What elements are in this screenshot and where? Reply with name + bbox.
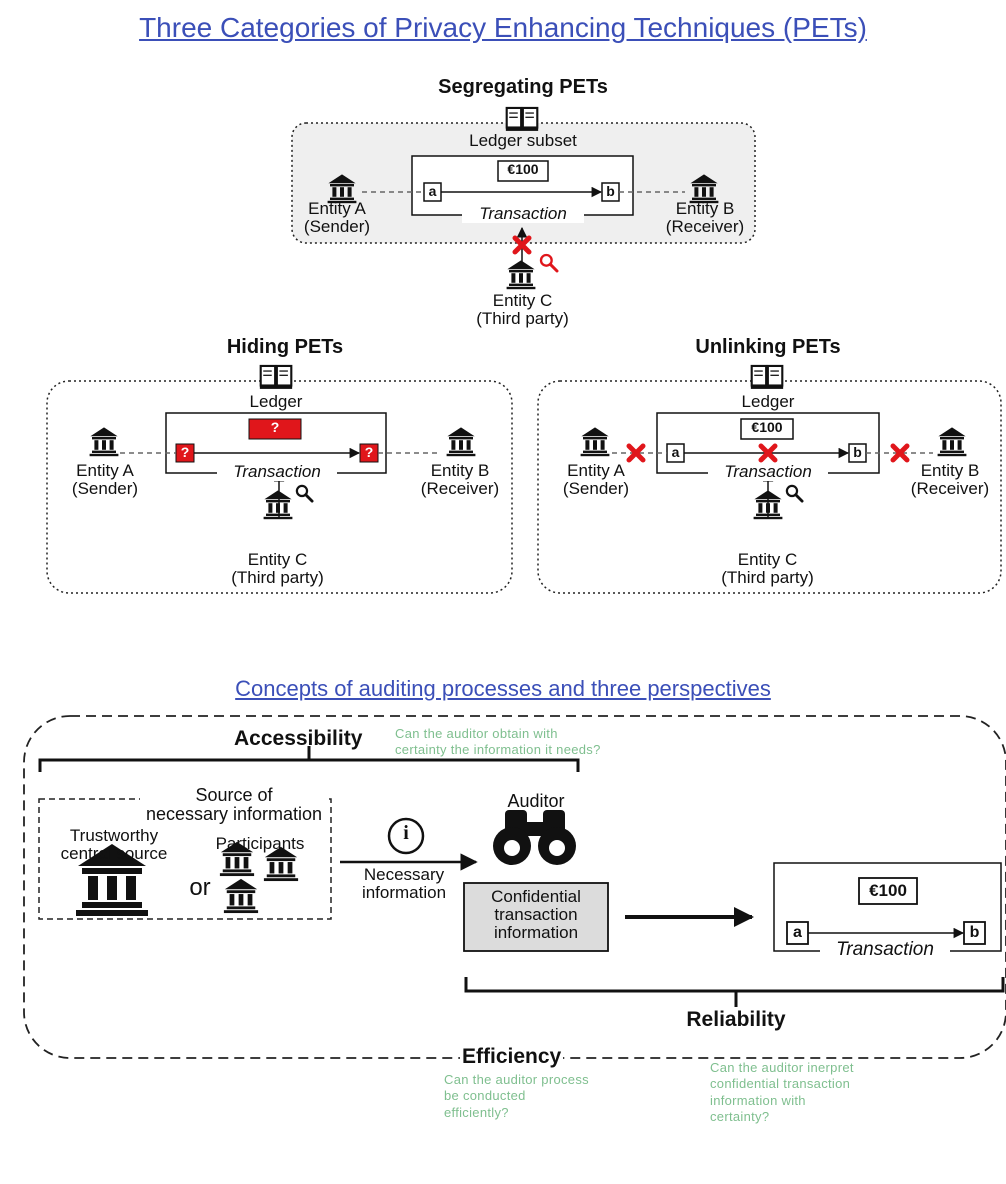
page-title: Three Categories of Privacy Enhancing Te… <box>139 12 867 43</box>
participant-bank-icon <box>223 878 259 914</box>
ledger-book-icon <box>259 364 293 390</box>
reliability-question: Can the auditor inerpret confidential tr… <box>710 1060 854 1124</box>
efficiency-question: Can the auditor process be conducted eff… <box>444 1072 589 1120</box>
auditor-label: Auditor <box>507 791 565 811</box>
amount-box <box>740 418 794 440</box>
node-a-label: a <box>428 183 437 199</box>
efficiency-heading: Efficiency <box>460 1045 564 1069</box>
unlinking-panel <box>537 380 1002 594</box>
entity-c-label: Entity C(Third party) <box>231 550 324 587</box>
hidden-amount-box <box>248 418 302 440</box>
ledger-book-icon <box>750 364 784 390</box>
accessibility-bracket <box>38 758 580 772</box>
bank-icon <box>506 260 536 290</box>
segregating-heading: Segregating PETs <box>438 76 608 98</box>
hiding-heading: Hiding PETs <box>226 336 344 358</box>
reliability-bracket <box>464 977 1005 993</box>
magnifier-icon <box>295 484 314 503</box>
ledger-book-icon <box>505 106 539 132</box>
node-b-label: b <box>853 444 862 460</box>
confidential-box <box>463 882 609 952</box>
entity-a-label: Entity A(Sender) <box>71 461 139 498</box>
amount-label: €100 <box>507 161 539 177</box>
node-a-label: a <box>793 924 802 941</box>
amount-label: €100 <box>869 881 907 900</box>
auditing-diagram <box>23 715 1006 1059</box>
segregating-diagram <box>291 106 756 290</box>
or-label: or <box>189 874 211 901</box>
bank-icon <box>446 427 476 457</box>
entity-a-label: Entity A(Sender) <box>562 461 630 498</box>
entity-c-label: Entity C(Third party) <box>476 291 569 328</box>
bank-icon <box>753 490 783 520</box>
reliability-heading: Reliability <box>686 1008 786 1031</box>
node-a-label: a <box>671 444 680 460</box>
accessibility-heading: Accessibility <box>234 727 363 750</box>
source-label: Source of necessary information <box>140 786 328 824</box>
transaction-label: Transaction <box>708 463 828 481</box>
entity-b-label: Entity B(Receiver) <box>910 461 990 498</box>
transaction-label: Transaction <box>820 940 950 960</box>
transaction-label: Transaction <box>217 463 337 481</box>
amount-box <box>858 877 918 905</box>
hidden-amount-label: ? <box>270 419 280 435</box>
amount-label: €100 <box>751 419 783 435</box>
hiding-diagram <box>46 364 513 594</box>
ledger-label: Ledger subset <box>469 131 577 150</box>
hidden-node-a-label: ? <box>180 444 190 460</box>
trustworthy-label: Trustworthy central source <box>60 826 168 863</box>
bank-icon <box>580 427 610 457</box>
ledger-label: Ledger <box>741 392 795 411</box>
ledger-label: Ledger <box>249 392 303 411</box>
binoculars-icon <box>493 810 576 865</box>
transaction-label: Transaction <box>462 205 584 223</box>
entity-b-label: Entity B(Receiver) <box>665 199 745 236</box>
info-icon-label: i <box>403 822 409 844</box>
hidden-node-b-label: ? <box>364 444 374 460</box>
confidential-label: Confidential transaction information <box>491 887 581 942</box>
accessibility-question: Can the auditor obtain with certainty th… <box>395 726 601 758</box>
node-b-label: b <box>969 924 980 941</box>
participants-label: Participants <box>215 834 305 853</box>
bank-icon <box>937 427 967 457</box>
amount-box <box>497 160 549 182</box>
bank-icon <box>263 490 293 520</box>
node-b-label: b <box>606 183 615 199</box>
unlinking-heading: Unlinking PETs <box>695 336 841 358</box>
necessary-info-label: Necessary information <box>361 865 447 902</box>
info-icon <box>387 817 425 855</box>
auditing-title: Concepts of auditing processes and three… <box>235 676 771 701</box>
entity-b-label: Entity B(Receiver) <box>420 461 500 498</box>
entity-c-label: Entity C(Third party) <box>721 550 814 587</box>
entity-a-label: Entity A(Sender) <box>303 199 371 236</box>
magnifier-icon <box>539 253 559 273</box>
bank-icon <box>89 427 119 457</box>
magnifier-icon <box>785 484 804 503</box>
